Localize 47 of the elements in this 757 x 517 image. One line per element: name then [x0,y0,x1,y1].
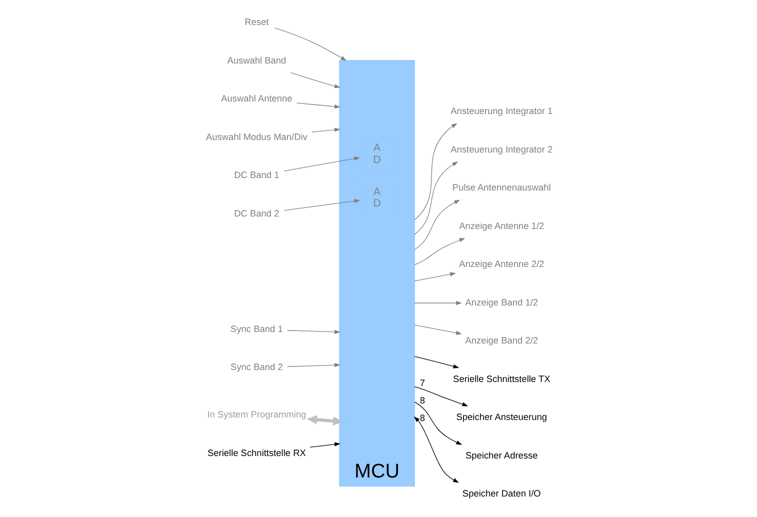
node-text: Auswahl Modus Man/Div [205,132,307,142]
node-text: DC Band 1 [234,170,279,180]
node-text: Serielle Schnittstelle TX [452,374,550,384]
node-text: Reset [244,17,268,28]
arrow [414,324,462,335]
edge-label: 7 [419,378,425,388]
node-text: Anzeige Antenne 1/2 [458,220,544,231]
arrow [414,402,462,445]
arrow [414,386,468,406]
edge-label: 8 [419,413,425,424]
arrow [414,300,462,306]
arrow [274,28,346,61]
node-text: Ansteuerung Integrator 1 [450,106,552,116]
node-text: DC Band 2 [234,208,279,218]
edge-label: 8 [419,395,425,406]
node-text: In System Programming [206,410,306,420]
arrow [414,238,465,266]
arrow [414,356,459,368]
arrow [414,161,458,235]
node-text: Anzeige Band 1/2 [464,297,538,308]
arrow [306,415,344,426]
node-text: Speicher Daten I/O [462,488,540,499]
arrow [414,272,456,282]
node-text: Speicher Adresse [465,450,538,460]
node-box: A D [358,140,395,170]
arrow [310,128,340,132]
arrow [286,330,340,334]
arrow [414,123,457,220]
node-text: Sync Band 1 [230,324,282,334]
arrow [283,156,360,172]
node-text: Speicher Ansteuerung [456,412,546,422]
node-text: Sync Band 2 [230,362,282,372]
node-text: Auswahl Band [226,55,286,66]
node-box: A D [358,183,395,213]
node-text: Anzeige Band 2/2 [464,336,538,346]
node-text: Anzeige Antenne 2/2 [458,259,544,270]
node-text: Pulse Antennenauswahl [452,182,550,193]
arrow [290,72,340,88]
arrow [309,442,340,448]
node-text: Serielle Schnittstelle RX [206,448,306,458]
arrow [286,362,340,368]
node-text: Auswahl Antenne [220,94,292,104]
arrow [414,200,460,250]
arrow [283,199,360,211]
arrow [296,102,340,109]
arrow [413,416,458,483]
node-text: Ansteuerung Integrator 2 [450,144,552,154]
